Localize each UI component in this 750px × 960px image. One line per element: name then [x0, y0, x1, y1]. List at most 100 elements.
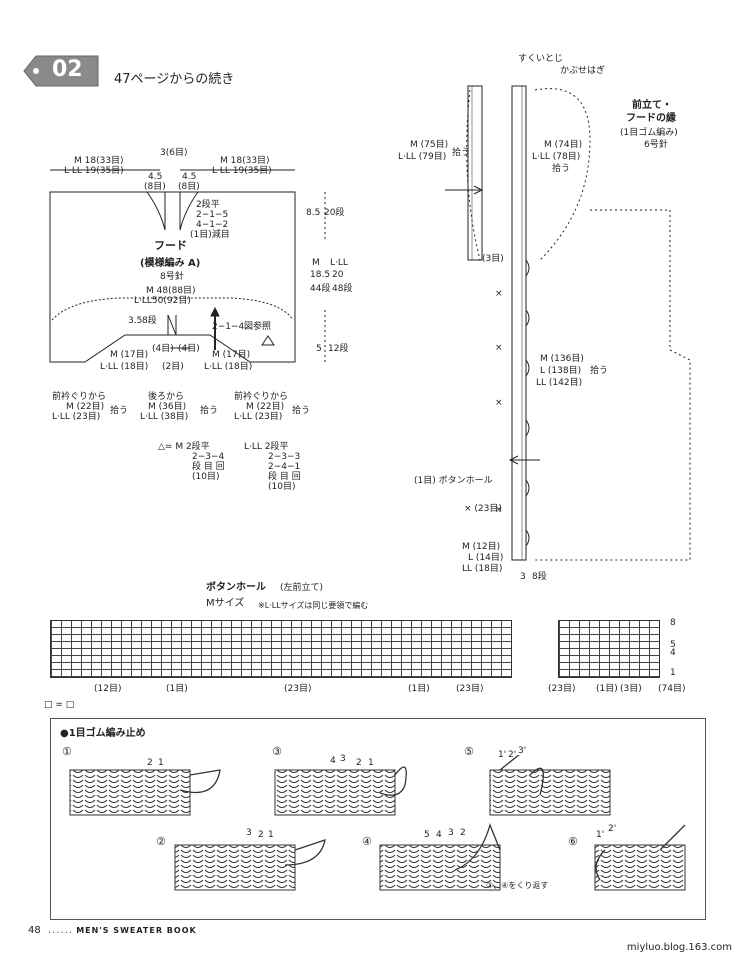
hood-dim-20: 20 [332, 270, 344, 280]
hood-bl-l: L·LL (18目) [100, 362, 149, 372]
step-2: ② [156, 835, 166, 848]
front-kabuse: かぶせはぎ [560, 66, 606, 76]
buttonhole-grid-right [558, 620, 660, 678]
s6-n2p: 2' [608, 824, 617, 834]
front-buttonhole: (1目) ボタンホール [414, 476, 493, 486]
front-pattern: (1目ゴム編み) [620, 128, 678, 138]
front-bottom-m: M (12目) [462, 542, 501, 552]
s4-n4: 4 [436, 830, 442, 840]
front-left-m: M (75目) [410, 140, 449, 150]
step-5: ⑤ [464, 745, 474, 758]
bindoff-illustrations [69, 755, 686, 891]
hood-sub-left-val: 4.5 [148, 172, 163, 182]
s5-n1p: 1' [498, 750, 507, 760]
s1-n1: 1 [158, 758, 164, 768]
front-bottom-3: 3 [520, 572, 526, 582]
buttonhole-title: ボタンホール [206, 582, 266, 593]
front-long-hirou: 拾う [590, 366, 609, 376]
hood-width-m: M 48(88目) [146, 286, 196, 296]
hood-decrease-2: 2−1−5 [196, 210, 229, 220]
hood-bl-m: M (17目) [110, 350, 149, 360]
pickup-mid-m: M (36目) [148, 402, 187, 412]
hood-title: フード [154, 239, 187, 252]
triangle-l-4: 段 目 回 [268, 472, 301, 482]
pickup-left-title: 前衿ぐりから [52, 392, 107, 402]
hood-inner-mid: 2−1−4 [212, 322, 245, 332]
hood-dim-lll: L·LL [330, 258, 348, 268]
step-6: ⑥ [568, 835, 578, 848]
svg-text:×: × [495, 289, 503, 299]
pickup-left-m: M (22目) [66, 402, 105, 412]
footer: 48 ...... MEN'S SWEATER BOOK [28, 925, 197, 936]
hood-top-left-m: M 18(33目) [74, 156, 124, 166]
triangle-l-3: 2−4−1 [268, 462, 301, 472]
front-band-diagram: ×××× [445, 85, 691, 561]
hood-sub-right-count: (8目) [178, 182, 200, 192]
pickup-right-title: 前衿ぐりから [234, 392, 289, 402]
count-3: (3目) [620, 684, 642, 694]
svg-text:×: × [495, 398, 503, 408]
hood-decrease-1: 2段平 [196, 200, 220, 210]
hood-decrease-4: (1目)減目 [190, 230, 230, 240]
pattern-number-tag: 02 [22, 54, 100, 88]
hood-dim-44: 44段 [310, 284, 331, 294]
count-1c: (1目) [596, 684, 618, 694]
hood-dim-185: 18.5 [310, 270, 331, 280]
svg-text:×: × [495, 505, 503, 515]
front-right-m: M (74目) [544, 140, 583, 150]
s3-n2: 2 [356, 758, 362, 768]
triangle-l-1: L·LL 2段平 [244, 442, 289, 452]
front-long-m: M (136目) [540, 354, 584, 364]
row-1: 1 [670, 668, 676, 678]
hood-top-right-l: L·LL 19(35目) [212, 166, 272, 176]
hood-br-l: L·LL (18目) [204, 362, 253, 372]
buttonhole-side: (左前立て) [280, 583, 324, 593]
count-12: (12目) [94, 684, 122, 694]
count-23a: (23目) [284, 684, 312, 694]
buttonhole-size: Mサイズ [206, 598, 245, 609]
hood-pattern: (模様編み A) [140, 258, 201, 269]
count-23b: (23目) [456, 684, 484, 694]
front-sukui: すくいとじ [518, 54, 564, 64]
s5-n2p: 2' [508, 750, 517, 760]
s4-n3: 3 [448, 828, 454, 838]
front-right-l: L·LL (78目) [532, 152, 581, 162]
hood-sub-left-count: (8目) [144, 182, 166, 192]
pickup-right-hirou: 拾う [292, 406, 311, 416]
pickup-right-l: L·LL (23目) [234, 412, 283, 422]
count-74: (74目) [658, 684, 686, 694]
s2-n1: 1 [268, 830, 274, 840]
hood-diagram [49, 169, 326, 363]
row-4: 4 [670, 648, 676, 658]
pickup-mid-title: 後ろから [148, 392, 185, 402]
buttonhole-grid-left [50, 620, 512, 678]
front-bottom-ll: LL (18目) [462, 564, 503, 574]
step-3: ③ [272, 745, 282, 758]
s4-n5: 5 [424, 830, 430, 840]
count-1a: (1目) [166, 684, 188, 694]
hood-needle: 8号針 [160, 272, 184, 282]
hood-inner-35: 3.5 [128, 316, 143, 326]
pickup-left-l: L·LL (23目) [52, 412, 101, 422]
hood-bm-3: (2目) [162, 362, 184, 372]
s3-n1: 1 [368, 758, 374, 768]
legend: □ = □ [44, 700, 75, 710]
front-bottom-8dan: 8段 [532, 572, 547, 582]
triangle-m-2: 2−3−4 [192, 452, 225, 462]
front-bottom-l: L (14目) [468, 553, 504, 563]
continued-note: 47ページからの続き [114, 72, 235, 87]
step-4: ④ [362, 835, 372, 848]
front-needle: 6号針 [644, 140, 668, 150]
hood-bm-1: (4目) [152, 344, 174, 354]
front-three: (3目) [482, 254, 504, 264]
hood-see-fig: 図参照 [244, 322, 272, 332]
hood-dim-48: 48段 [332, 284, 353, 294]
row-5: 5 [670, 640, 676, 650]
count-1b: (1目) [408, 684, 430, 694]
s3-n4: 4 [330, 756, 336, 766]
hood-bottom-5: 5 [316, 344, 322, 354]
s6-n1p: 1' [596, 830, 605, 840]
front-title-1: 前立て・ [632, 100, 672, 111]
triangle-m-3: 段 目 回 [192, 462, 225, 472]
hood-top-right-m: M 18(33目) [220, 156, 270, 166]
